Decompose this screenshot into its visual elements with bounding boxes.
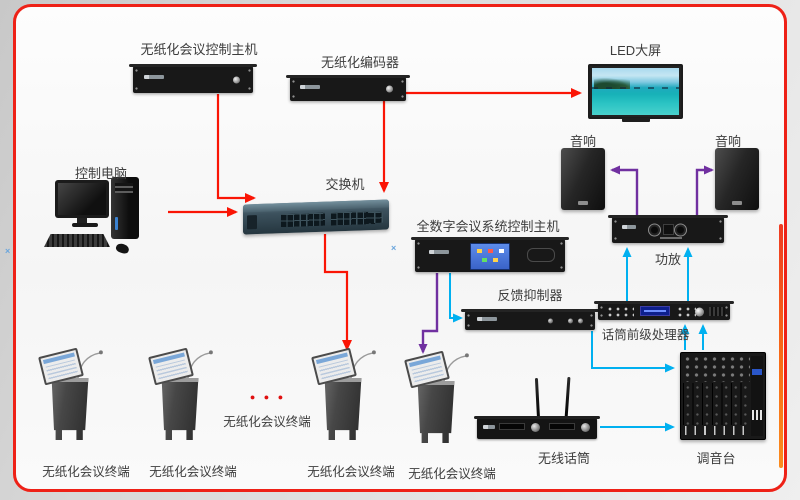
led-screen-image <box>592 68 679 115</box>
knob-cluster-icon <box>606 306 634 317</box>
vu-meter-icon <box>648 223 661 237</box>
receiver-knob-icon <box>531 423 540 432</box>
amp-vent-bar <box>660 237 682 239</box>
power-knob-icon <box>232 76 240 83</box>
wireless-mic-device <box>474 416 600 439</box>
pc-keyboard <box>44 234 110 247</box>
receiver-knob-icon <box>581 423 590 432</box>
knob-cluster-icon <box>676 306 696 317</box>
gooseneck-mic-icon <box>186 350 213 382</box>
terminal-unit-1 <box>38 347 103 448</box>
x-artifact-mark-2: × <box>5 246 11 256</box>
pc-monitor <box>55 180 109 218</box>
encoder-device <box>286 75 410 101</box>
switch-device <box>243 199 389 235</box>
mic-preamp-device <box>594 301 734 320</box>
encoder-label: 无纸化编码器 <box>320 55 399 70</box>
main-knob-icon <box>695 307 704 316</box>
control-host-label: 无纸化会议控制主机 <box>140 42 258 57</box>
terminal-1-label: 无纸化会议终端 <box>42 465 130 479</box>
mixer-device <box>680 352 766 440</box>
terminal-3-label: 无纸化会议终端 <box>307 465 395 479</box>
feedback-suppressor-device <box>461 309 599 330</box>
ethernet-ports-left <box>281 212 325 228</box>
preamp-lcd <box>640 306 670 316</box>
lcd-touchscreen <box>470 243 510 270</box>
mixer-knob-field <box>683 355 750 382</box>
mixer-faders <box>685 426 748 435</box>
terminal-2-label: 无纸化会议终端 <box>149 465 237 479</box>
terminal-unit-4 <box>404 350 469 451</box>
mixer-label: 调音台 <box>696 451 736 466</box>
terminal-4-label: 无纸化会议终端 <box>408 467 496 481</box>
terminal-ellipsis-label: 无纸化会议终端 <box>223 415 311 429</box>
brand-logo-icon <box>300 84 321 89</box>
terminal-body <box>51 378 89 440</box>
brand-logo-icon <box>143 74 164 79</box>
terminal-unit-3 <box>311 347 376 448</box>
digital-host-label: 全数字会议系统控制主机 <box>416 219 560 234</box>
mixer-channel-strips <box>683 383 750 425</box>
brand-logo-icon <box>483 425 495 429</box>
x-artifact-mark-1: × <box>391 243 397 253</box>
mixer-master-section <box>751 356 763 436</box>
terminal-unit-2 <box>148 347 213 448</box>
receiver-display-b <box>549 423 575 430</box>
led-screen-label: LED大屏 <box>609 43 662 58</box>
gooseneck-mic-icon <box>442 353 469 385</box>
gooseneck-mic-icon <box>76 350 103 382</box>
amplifier-device <box>608 215 728 243</box>
control-host-device <box>129 64 257 93</box>
wireless-mic-label: 无线话筒 <box>537 451 590 466</box>
right-accent-line <box>779 224 783 468</box>
speaker-right-label: 音响 <box>714 134 741 149</box>
amp-display <box>663 224 674 235</box>
knob-icon <box>578 318 583 323</box>
switch-label: 交换机 <box>325 177 365 192</box>
speaker-left-label: 音响 <box>569 134 596 149</box>
terminal-ellipsis-dots: ● ● ● <box>249 392 287 402</box>
vu-meter-icon <box>674 223 687 237</box>
sfp-ports <box>368 211 383 224</box>
knob-icon <box>548 318 553 323</box>
led-screen-stand <box>621 118 650 122</box>
brand-logo-icon <box>428 249 449 254</box>
terminal-body <box>161 378 199 440</box>
feedback-suppressor-label: 反馈抑制器 <box>497 288 563 303</box>
amplifier-label: 功放 <box>654 252 681 267</box>
pc-monitor-base <box>72 223 98 227</box>
brand-logo-icon <box>476 317 497 322</box>
power-knob-icon <box>386 85 394 93</box>
pc-tower <box>111 177 139 239</box>
vent-grill <box>709 307 725 316</box>
terminal-body <box>324 378 362 440</box>
receiver-display-a <box>499 423 525 430</box>
knob-icon <box>568 318 573 323</box>
led-screen-device <box>588 64 683 122</box>
brand-logo-icon <box>622 225 637 230</box>
mic-preamp-label: 话筒前级处理器 <box>601 328 690 342</box>
speaker-left-device <box>561 148 605 210</box>
digital-host-device <box>411 237 569 272</box>
gooseneck-mic-icon <box>349 350 376 382</box>
vent-grill <box>527 248 555 262</box>
speaker-right-device <box>715 148 759 210</box>
terminal-body <box>417 381 455 443</box>
control-pc-label: 控制电脑 <box>74 166 127 181</box>
